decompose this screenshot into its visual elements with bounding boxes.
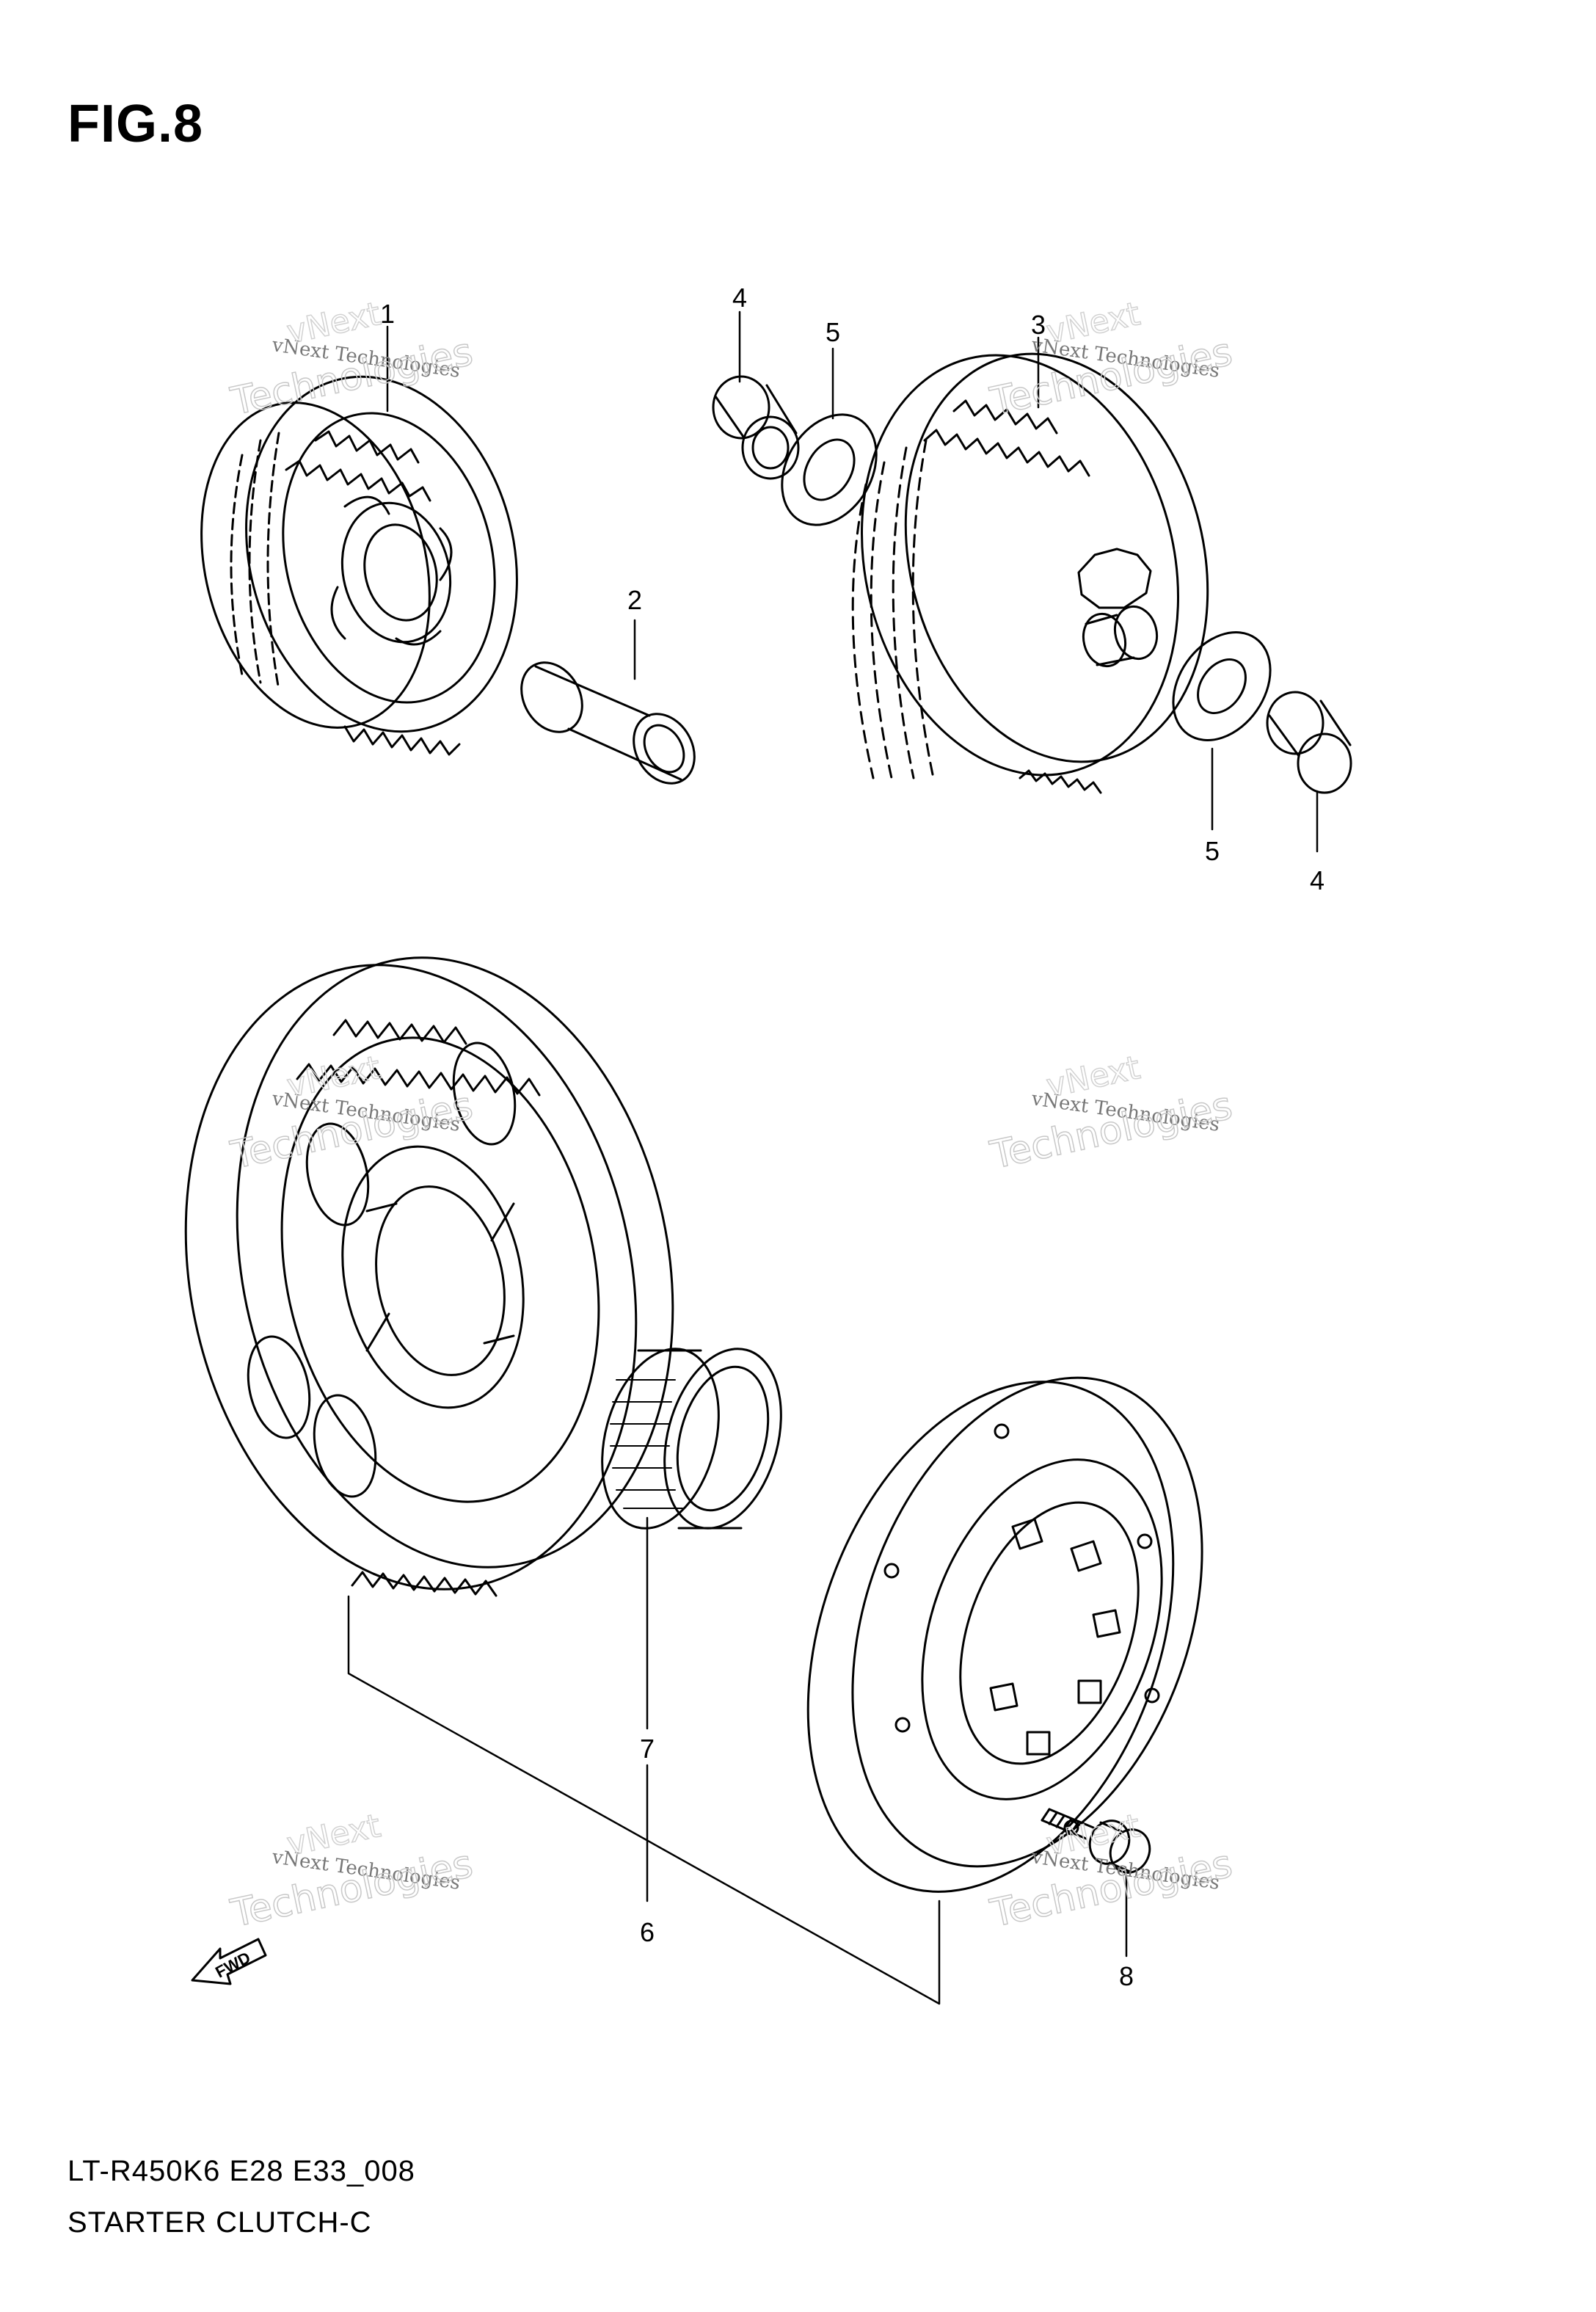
svg-text:Technologies: Technologies <box>986 330 1236 424</box>
section-name: STARTER CLUTCH-C <box>68 2206 372 2239</box>
part-2-shaft <box>520 661 696 785</box>
callout-5-upper: 5 <box>826 317 840 347</box>
watermark-bottom-left: vNext Technologies vNext Technologies <box>227 1806 478 1936</box>
watermark-mid-left: vNext Technologies vNext Technologies <box>227 1048 478 1178</box>
callout-5-lower: 5 <box>1205 836 1220 866</box>
watermark-mid-right: vNext Technologies vNext Technologies <box>986 1048 1237 1178</box>
callout-7: 7 <box>640 1734 655 1764</box>
callout-3: 3 <box>1031 310 1046 340</box>
callout-4-lower: 4 <box>1310 865 1324 895</box>
callout-numbers: 1 2 3 4 5 5 4 7 6 8 <box>380 283 1324 1991</box>
svg-text:Technologies: Technologies <box>227 1842 476 1936</box>
model-code: LT-R450K6 E28 E33_008 <box>68 2155 415 2187</box>
watermark-bottom-right: vNext Technologies vNext Technologies <box>986 1806 1237 1936</box>
svg-text:Technologies: Technologies <box>986 1084 1236 1178</box>
leader-lines <box>347 310 1319 2005</box>
part-one-way-clutch-housing <box>806 1376 1203 1893</box>
svg-text:Technologies: Technologies <box>227 330 476 424</box>
part-6-large-gear <box>184 956 674 1597</box>
callout-4-upper: 4 <box>732 283 747 313</box>
callout-6: 6 <box>640 1917 655 1947</box>
part-8-bolt <box>1041 1808 1151 1874</box>
callout-1: 1 <box>380 299 395 329</box>
part-4-bushing-upper <box>712 375 800 480</box>
svg-text:Technologies: Technologies <box>227 1084 476 1178</box>
part-4-bushing-lower <box>1266 691 1352 794</box>
figure-title: FIG.8 <box>68 95 204 153</box>
callout-2: 2 <box>627 585 642 615</box>
callout-8: 8 <box>1119 1961 1134 1991</box>
fwd-direction-arrow <box>191 1938 267 1985</box>
part-5-washer-lower <box>1172 631 1272 741</box>
part-3-clutch-assembly <box>851 352 1209 794</box>
watermark-top-left: vNext Technologies vNext Technologies <box>227 294 478 424</box>
part-1-starter-gear <box>200 375 518 756</box>
part-7-needle-bearing <box>601 1348 782 1530</box>
